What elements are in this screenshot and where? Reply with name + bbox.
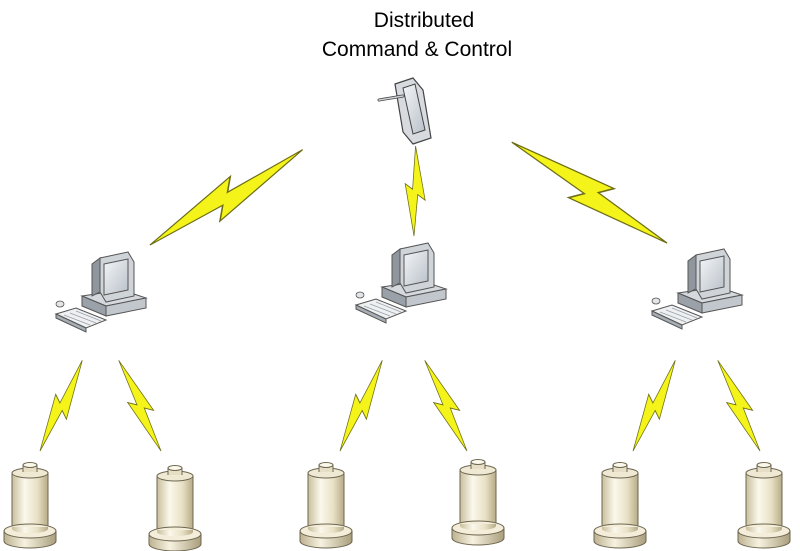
cylinder-device-icon bbox=[593, 462, 647, 549]
lightning-bolt-icon bbox=[30, 355, 93, 456]
cylinder-device-icon bbox=[148, 465, 202, 551]
lightning-bolt-icon bbox=[623, 355, 686, 456]
diagram-title-line-1: Distributed bbox=[374, 9, 474, 32]
lightning-bolt-icon bbox=[502, 127, 677, 257]
cylinder-device-icon bbox=[3, 462, 57, 549]
tablet-pda-icon bbox=[377, 77, 432, 145]
desktop-computer-icon bbox=[55, 251, 147, 333]
lightning-bolt-icon bbox=[415, 355, 477, 456]
cylinder-device-icon bbox=[737, 462, 791, 549]
lightning-bolt-icon bbox=[403, 145, 427, 237]
lightning-bolt-icon bbox=[708, 355, 770, 456]
lightning-bolt-icon bbox=[330, 355, 393, 456]
lightning-bolt-icon bbox=[140, 135, 313, 261]
diagram-title-line-2: Command & Control bbox=[322, 38, 512, 61]
cylinder-device-icon bbox=[451, 459, 505, 546]
lightning-bolt-icon bbox=[109, 355, 171, 456]
desktop-computer-icon bbox=[355, 242, 447, 324]
cylinder-device-icon bbox=[299, 462, 353, 549]
desktop-computer-icon bbox=[651, 248, 743, 330]
